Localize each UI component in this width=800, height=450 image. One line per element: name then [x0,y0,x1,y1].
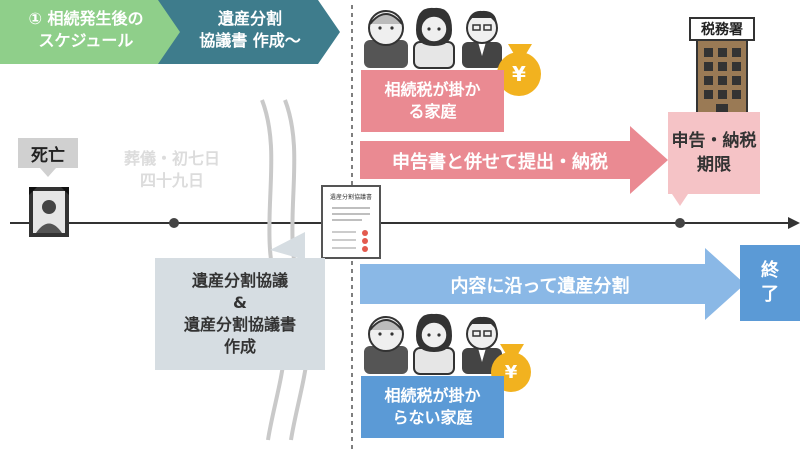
timeline-point-deadline [675,218,685,228]
tax-office-sign: 税務署 [701,22,743,38]
taxed-family-label-line2: る家庭 [408,102,457,121]
agreement-line3: 遺産分割協議書 [183,315,296,334]
death-label: 死亡 [31,145,65,166]
agreement-box-pointer [270,232,305,260]
tax-filing-arrow-text: 申告書と併せて提出・納税 [392,152,608,173]
untaxed-family-label-line1: 相続税が掛か [384,386,481,405]
end-label-line1: 終 [761,260,779,281]
woman-icon [413,313,455,375]
agreement-line4: 作成 [223,337,256,356]
taxed-family-label-line1: 相続税が掛か [384,80,481,99]
step2-label-line1: 遺産分割 [217,9,282,28]
portrait-frame-icon [29,187,69,237]
money-bag-icon-taxed [497,44,541,96]
division-arrow [360,248,745,320]
step2-label: 遺産分割 協議書 作成～ [190,8,310,52]
funeral-label-line1: 葬儀・初七日 [123,149,220,168]
death-box-pointer [40,168,56,177]
untaxed-family-label-line2: らない家庭 [392,408,473,427]
deadline-box: 申告・納税 期限 [668,112,760,194]
family-group-taxed-icon [364,7,502,69]
man-icon [462,10,502,68]
division-arrow-text: 内容に沿って遺産分割 [450,276,630,297]
coin-symbol-untaxed: ¥ [504,361,518,383]
taxed-family-label-box: 相続税が掛か る家庭 [361,70,504,132]
elderly-person-icon [364,316,408,374]
family-group-untaxed-icon [364,313,502,375]
step2-chevron [158,0,340,64]
death-label-box: 死亡 [18,138,78,168]
funeral-label-line2: 四十九日 [139,171,204,190]
step1-label-line1: ① 相続発生後の [28,9,144,28]
step1-label: ① 相続発生後の スケジュール [6,8,166,52]
timeline-point-funeral [169,218,179,228]
agreement-line1: 遺産分割協議 [191,271,288,290]
step1-chevron [0,0,188,64]
deadline-line2: 期限 [697,155,731,175]
building-icon [689,17,755,121]
agreement-line2: & [233,293,247,312]
tax-filing-arrow [360,126,668,194]
coin-symbol-taxed: ¥ [512,62,526,86]
untaxed-family-label-box: 相続税が掛か らない家庭 [361,376,504,438]
funeral-label: 葬儀・初七日 四十九日 [108,148,236,192]
woman-icon [413,7,455,69]
deadline-line1: 申告・納税 [671,131,757,151]
document-title: 遺産分割協議書 [329,194,372,201]
step2-label-line2: 協議書 作成～ [199,31,301,50]
document-icon [321,185,381,259]
end-box: 終 了 [740,245,800,321]
step1-label-line2: スケジュール [38,31,134,50]
agreement-box: 遺産分割協議 & 遺産分割協議書 作成 [155,258,325,370]
elderly-person-icon [364,10,408,68]
deadline-box-pointer [672,194,688,206]
timeline-arrowhead [788,217,800,229]
end-label-line2: 了 [761,284,779,305]
